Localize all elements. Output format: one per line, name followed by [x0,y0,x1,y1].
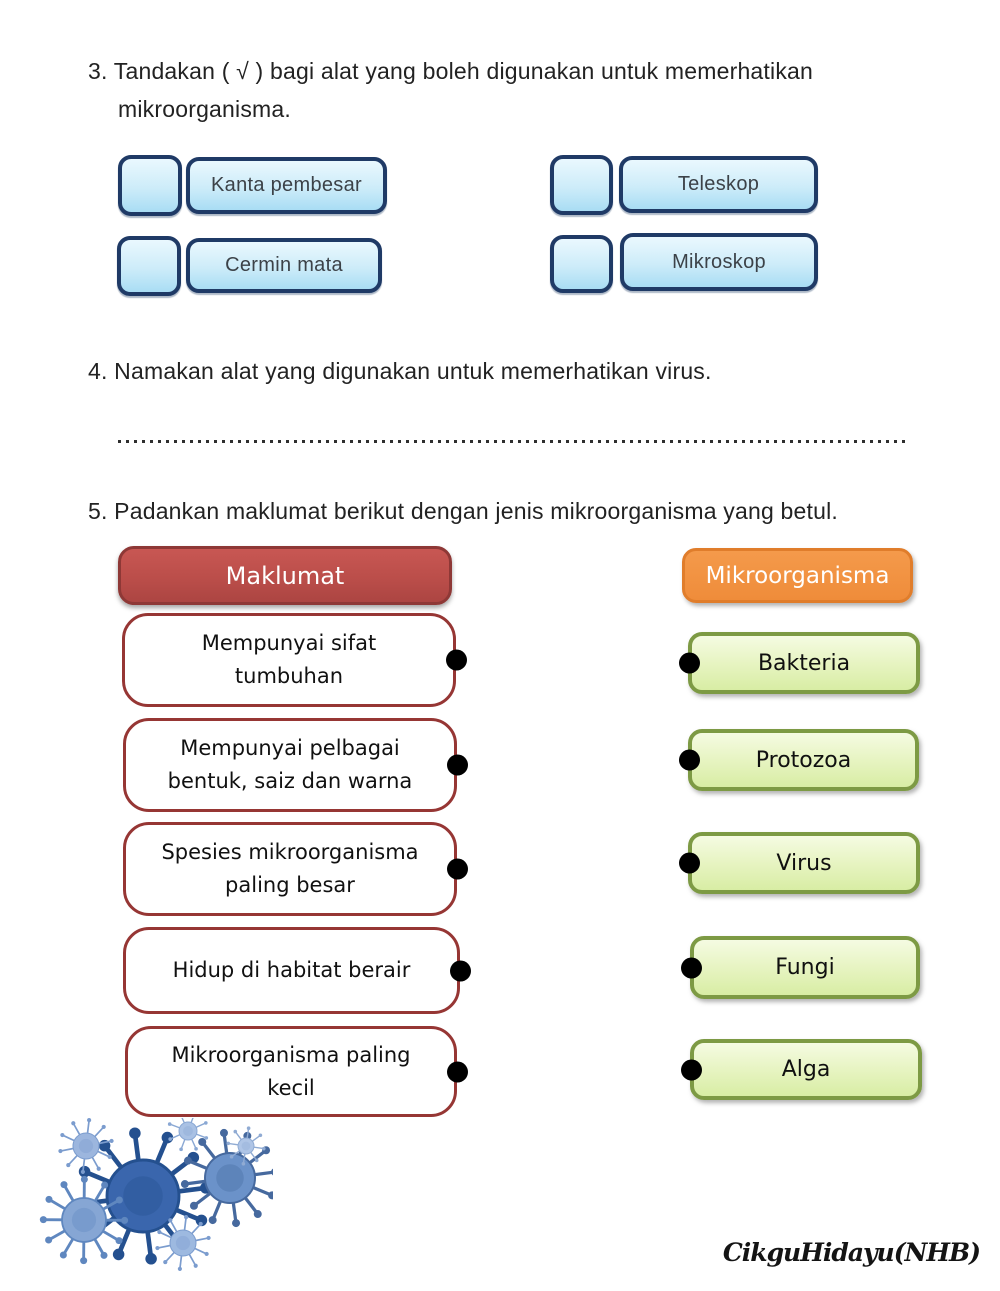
match-dot-info-5[interactable] [447,1061,468,1082]
match-dot-info-4[interactable] [450,960,471,981]
micro-box-bakteria: Bakteria [679,632,920,694]
match-dot-fungi[interactable] [681,957,702,978]
micro-box-virus-text: Virus [776,850,832,876]
micro-box-fungi-text: Fungi [775,955,835,980]
tool-label-kanta-pembesar: Kanta pembesar [186,157,387,214]
tool-label-mikroskop: Mikroskop [620,233,818,291]
match-dot-info-2[interactable] [447,754,468,776]
info-box-2: Mempunyai pelbagai bentuk, saiz dan warn… [123,718,468,812]
question-3-line1: 3. Tandakan ( √ ) bagi alat yang boleh d… [88,58,814,84]
micro-box-alga-text: Alga [781,1057,831,1082]
info-box-4: Hidup di habitat berair [123,927,471,1014]
micro-box-protozoa: Protozoa [679,729,919,791]
checkbox-mikroskop[interactable] [550,235,613,293]
match-dot-alga[interactable] [681,1059,702,1080]
virus-illustration-icon [39,1118,273,1271]
match-dot-info-1[interactable] [446,649,467,671]
tool-label-cermin-mata: Cermin mata [186,238,382,293]
info-box-5-line1: Mikroorganisma paling [171,1042,411,1067]
question-5-text: 5. Padankan maklumat berikut dengan jeni… [88,498,839,524]
question-3-line2: mikroorganisma. [118,96,291,122]
checkbox-kanta-pembesar[interactable] [118,155,182,216]
info-box-2-line2: bentuk, saiz dan warna [167,769,413,793]
micro-box-alga: Alga [681,1039,922,1100]
info-box-4-line1: Hidup di habitat berair [172,958,411,983]
match-dot-info-3[interactable] [447,858,468,880]
header-maklumat-text: Maklumat [225,561,345,590]
info-box-5: Mikroorganisma paling kecil [125,1026,468,1117]
info-box-3-line2: paling besar [225,873,355,897]
tool-label-text: Cermin mata [225,254,343,276]
micro-box-fungi: Fungi [681,936,920,999]
header-maklumat: Maklumat [118,546,452,605]
tool-label-text: Mikroskop [672,250,766,273]
answer-line[interactable] [118,440,906,443]
checkbox-cermin-mata[interactable] [117,236,181,296]
match-dot-protozoa[interactable] [679,749,700,771]
match-dot-virus[interactable] [679,852,700,874]
info-box-1: Mempunyai sifat tumbuhan [122,613,467,707]
header-mikroorganisma: Mikroorganisma [682,548,913,603]
info-box-3: Spesies mikroorganisma paling besar [123,822,468,916]
info-box-1-line1: Mempunyai sifat [201,631,377,656]
tool-label-text: Kanta pembesar [211,174,362,196]
checkbox-teleskop[interactable] [550,155,613,215]
info-box-3-line1: Spesies mikroorganisma [161,840,419,865]
question-4-text: 4. Namakan alat yang digunakan untuk mem… [88,358,712,384]
micro-box-protozoa-text: Protozoa [755,747,852,773]
match-dot-bakteria[interactable] [679,652,700,674]
header-mikroorganisma-text: Mikroorganisma [705,562,890,589]
info-box-1-line2: tumbuhan [234,664,344,688]
signature: CikguHidayu(NHB) [722,1238,981,1267]
micro-box-bakteria-text: Bakteria [757,650,851,676]
info-box-5-line2: kecil [267,1075,315,1100]
micro-box-virus: Virus [679,832,920,894]
tool-label-teleskop: Teleskop [619,156,818,213]
info-box-2-line1: Mempunyai pelbagai [180,736,400,761]
tool-label-text: Teleskop [677,173,760,195]
